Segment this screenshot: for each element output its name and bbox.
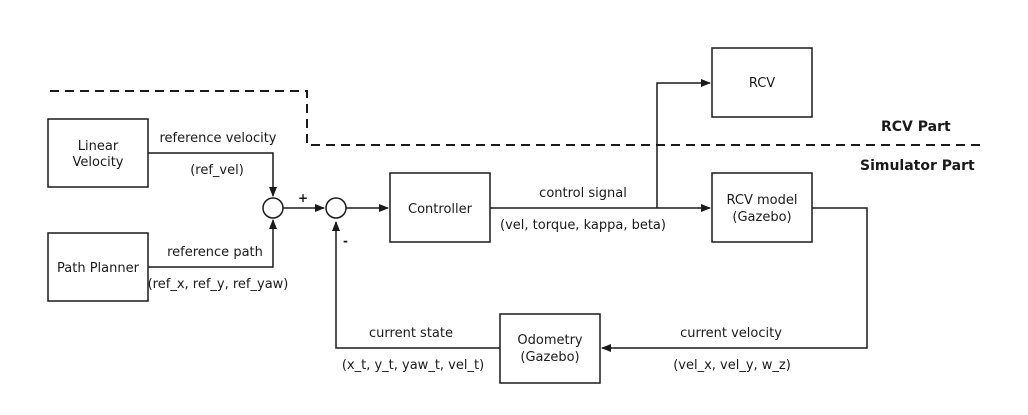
velocity-vars-label: (vel_x, vel_y, w_z)	[673, 358, 791, 373]
current-velocity-label: current velocity	[680, 326, 782, 341]
minus-sign: -	[343, 234, 348, 248]
path-planner-label: Path Planner	[57, 261, 140, 276]
rcv-part-label: RCV Part	[881, 119, 951, 135]
odometry-block: Odometry (Gazebo)	[499, 313, 601, 384]
linear-velocity-label-line1: Linear	[78, 139, 119, 154]
rcv-label: RCV	[749, 76, 775, 91]
control-to-rcv-arrow	[656, 79, 711, 208]
rcv-model-label-line2: (Gazebo)	[732, 210, 791, 225]
current-state-label: current state	[369, 326, 453, 341]
region-divider	[50, 90, 982, 146]
reference-velocity-arrow	[148, 152, 277, 197]
reference-path-arrow	[148, 219, 277, 268]
controller-label: Controller	[408, 202, 473, 217]
linear-velocity-label-line2: Velocity	[73, 155, 124, 170]
reference-velocity-label: reference velocity	[159, 131, 276, 146]
control-vars-label: (vel, torque, kappa, beta)	[500, 218, 666, 233]
current-state-arrow	[332, 221, 500, 349]
reference-path-label: reference path	[167, 245, 263, 260]
controller-block: Controller	[389, 172, 491, 243]
current-velocity-arrow	[601, 207, 868, 352]
state-vars-label: (x_t, y_t, yaw_t, vel_t)	[342, 358, 484, 373]
rcv-model-label-line1: RCV model	[727, 193, 798, 208]
linear-velocity-block: Linear Velocity	[47, 118, 149, 188]
ref-vel-label: (ref_vel)	[190, 163, 244, 178]
control-signal-label: control signal	[539, 186, 627, 201]
summing-junction-reference	[262, 197, 284, 219]
plus-sign: +	[298, 191, 308, 205]
summing-junction-error	[325, 197, 347, 219]
odometry-label-line1: Odometry	[517, 333, 583, 348]
rcv-block: RCV	[711, 47, 813, 118]
odometry-label-line2: (Gazebo)	[520, 350, 579, 365]
simulator-part-label: Simulator Part	[860, 158, 975, 174]
path-planner-block: Path Planner	[47, 232, 149, 302]
ref-path-vars-label: (ref_x, ref_y, ref_yaw)	[148, 277, 289, 292]
rcv-model-block: RCV model (Gazebo)	[711, 172, 813, 243]
